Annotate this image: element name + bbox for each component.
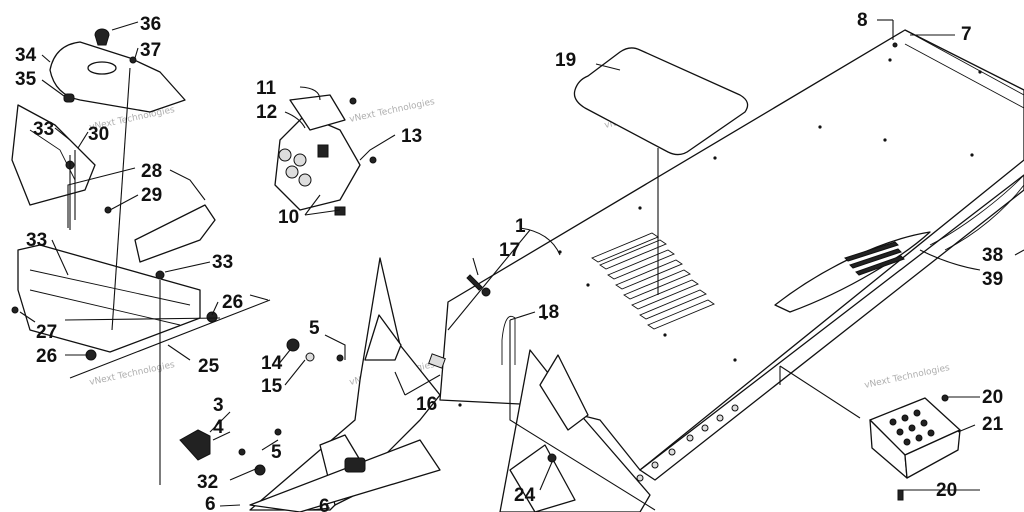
- running-board-step: [774, 231, 931, 313]
- callout-15: 15: [261, 376, 283, 397]
- callout-34: 34: [15, 45, 37, 66]
- callout-13: 13: [401, 126, 422, 147]
- callout-20: 20: [982, 387, 1003, 408]
- leader-lines: [19, 19, 1024, 511]
- rear-bumper-edge: [929, 174, 1024, 251]
- callout-1: 1: [515, 216, 526, 237]
- callout-26: 26: [222, 292, 243, 313]
- callout-28: 28: [141, 161, 162, 182]
- watermark: vNext Technologies: [349, 97, 436, 125]
- callout-39: 39: [982, 269, 1003, 290]
- callout-5: 5: [271, 442, 282, 463]
- console-cover: [49, 28, 186, 113]
- callout-30: 30: [88, 124, 109, 145]
- callout-6: 6: [205, 494, 216, 512]
- callout-33: 33: [26, 230, 47, 251]
- callout-21: 21: [982, 414, 1004, 435]
- watermark: vNext Technologies: [89, 360, 176, 388]
- callout-16: 16: [416, 394, 437, 415]
- callout-29: 29: [141, 185, 162, 206]
- callout-26: 26: [36, 346, 57, 367]
- callout-37: 37: [140, 40, 161, 61]
- callout-24: 24: [514, 485, 536, 506]
- callout-4: 4: [213, 417, 224, 438]
- tunnel-panel: [439, 29, 1024, 494]
- callout-11: 11: [256, 78, 277, 99]
- left-side-bracket: [11, 104, 218, 361]
- callout-3: 3: [213, 395, 224, 416]
- callout-27: 27: [36, 322, 57, 343]
- callout-38: 38: [982, 245, 1003, 266]
- callout-20: 20: [936, 480, 957, 501]
- callout-7: 7: [961, 24, 972, 45]
- callout-35: 35: [15, 69, 37, 90]
- callout-10: 10: [278, 207, 299, 228]
- callout-6: 6: [319, 496, 330, 512]
- callout-12: 12: [256, 102, 277, 123]
- callout-labels: 1 3 4 5 5 6 6 7 8 10 11 12 13 14 15 16 1…: [15, 10, 1004, 512]
- callout-5: 5: [309, 318, 320, 339]
- footrest-plate: [869, 397, 961, 479]
- callout-14: 14: [261, 353, 283, 374]
- callout-33: 33: [212, 252, 233, 273]
- hardware: [11, 42, 949, 501]
- front-cover-bracket: [274, 94, 361, 216]
- callout-18: 18: [538, 302, 559, 323]
- callout-17: 17: [499, 240, 520, 261]
- watermark: vNext Technologies: [864, 363, 951, 391]
- callout-32: 32: [197, 472, 218, 493]
- callout-19: 19: [555, 50, 576, 71]
- rear-bulkhead: [499, 349, 651, 512]
- callout-8: 8: [857, 10, 868, 31]
- callout-36: 36: [140, 14, 161, 35]
- callout-25: 25: [198, 356, 220, 377]
- seat-pad: [573, 47, 749, 156]
- front-bulkhead: [249, 257, 441, 512]
- callout-33: 33: [33, 119, 54, 140]
